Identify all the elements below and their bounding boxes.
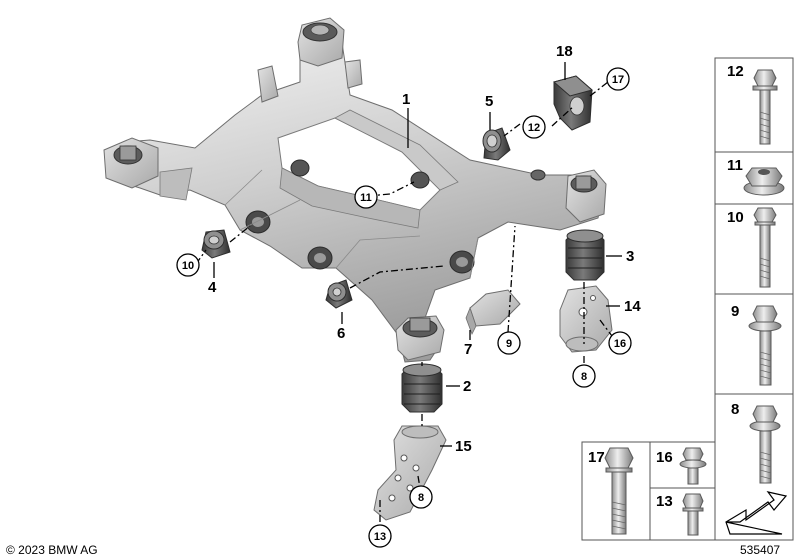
svg-text:12: 12 xyxy=(528,122,540,134)
label-part-2: 2 xyxy=(463,378,471,395)
panel-cell-13 xyxy=(649,487,716,541)
circle-label-8-lower: 8 xyxy=(409,485,433,509)
hex-bolt-12-illustration xyxy=(752,69,778,145)
svg-text:9: 9 xyxy=(506,338,512,350)
hex-bolt-13-illustration xyxy=(682,493,704,536)
label-part-6: 6 xyxy=(337,325,345,342)
panel-label-12: 12 xyxy=(727,63,744,80)
panel-label-10: 10 xyxy=(727,209,744,226)
part-2-mount xyxy=(401,363,443,413)
svg-text:16: 16 xyxy=(614,338,626,350)
diagram-number: 535407 xyxy=(740,543,780,557)
panel-label-13: 13 xyxy=(656,493,673,510)
panel-cell-9 xyxy=(714,293,794,395)
panel-label-17: 17 xyxy=(588,449,605,466)
circle-label-12: 12 xyxy=(522,115,546,139)
circle-label-9: 9 xyxy=(497,331,521,355)
svg-text:8: 8 xyxy=(581,371,587,383)
circle-label-16: 16 xyxy=(608,331,632,355)
part-6-bushing xyxy=(325,279,353,309)
svg-text:13: 13 xyxy=(374,531,386,543)
hex-bolt-17-illustration xyxy=(604,447,634,535)
label-part-3: 3 xyxy=(626,248,634,265)
part-15-bracket xyxy=(373,425,447,521)
svg-text:10: 10 xyxy=(182,260,194,272)
part-14-bracket xyxy=(559,285,613,353)
circle-label-17: 17 xyxy=(606,67,630,91)
washer-bolt-9-illustration xyxy=(748,305,782,386)
part-5-bushing xyxy=(482,127,511,161)
part-18-mount xyxy=(552,75,594,131)
circle-label-11: 11 xyxy=(354,185,378,209)
label-part-18: 18 xyxy=(556,43,573,60)
part-3-mount xyxy=(565,229,605,281)
part-number-labels: 1 2 3 4 5 6 7 14 15 18 xyxy=(208,43,641,455)
circled-reference-labels: 17 12 11 10 9 16 8 8 xyxy=(176,67,632,548)
svg-text:11: 11 xyxy=(360,192,372,204)
fastener-parts-panel: 12 11 10 9 8 17 16 13 xyxy=(581,57,794,541)
panel-label-11: 11 xyxy=(727,157,743,174)
leader-lines xyxy=(195,62,622,526)
label-part-4: 4 xyxy=(208,279,217,296)
copyright-text: © 2023 BMW AG xyxy=(6,543,98,557)
panel-label-16: 16 xyxy=(656,449,673,466)
label-part-14: 14 xyxy=(624,298,641,315)
panel-cell-8 xyxy=(714,393,794,541)
label-part-5: 5 xyxy=(485,93,493,110)
panel-cell-12 xyxy=(714,57,794,153)
direction-arrow-icon xyxy=(725,491,788,535)
label-part-7: 7 xyxy=(464,341,472,358)
circle-label-13: 13 xyxy=(368,524,392,548)
rear-subframe-illustration xyxy=(103,17,607,363)
panel-cell-10 xyxy=(714,203,794,295)
label-part-15: 15 xyxy=(455,438,472,455)
panel-label-8: 8 xyxy=(731,401,739,418)
washer-bolt-16-illustration xyxy=(679,447,707,485)
part-7-bracket xyxy=(465,289,521,335)
part-4-bushing xyxy=(201,229,231,259)
panel-label-9: 9 xyxy=(731,303,739,320)
label-part-1: 1 xyxy=(402,91,410,108)
flange-nut-11-illustration xyxy=(743,167,785,196)
hex-bolt-10-illustration xyxy=(753,207,777,288)
circle-label-10: 10 xyxy=(176,253,200,277)
svg-text:17: 17 xyxy=(612,74,624,86)
svg-text:8: 8 xyxy=(418,492,424,504)
circle-label-8-right: 8 xyxy=(572,364,596,388)
washer-bolt-8-illustration xyxy=(749,405,781,484)
